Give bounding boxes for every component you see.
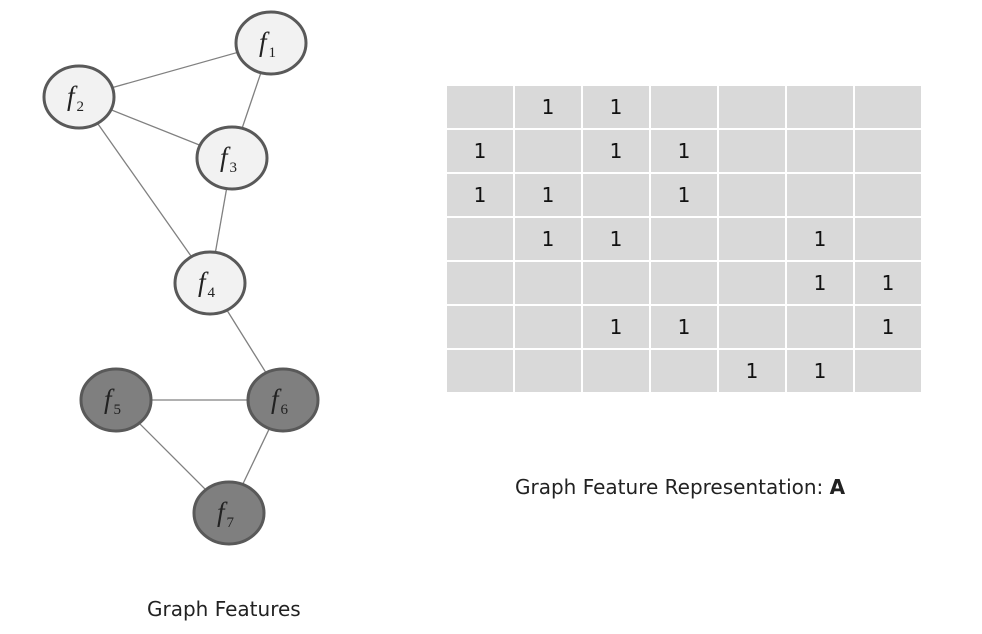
matrix-cell-5-6: 1	[787, 262, 853, 304]
matrix-caption: Graph Feature Representation: A	[515, 475, 845, 499]
matrix-cell-7-7	[855, 350, 921, 392]
node-circle	[42, 64, 116, 130]
matrix-cell-6-6	[787, 306, 853, 348]
node-subscript: 7	[227, 515, 235, 531]
node-letter: f	[67, 81, 78, 111]
matrix-cell-5-2	[515, 262, 581, 304]
matrix-cell-5-7: 1	[855, 262, 921, 304]
edge-f2-f4	[78, 96, 211, 284]
matrix-cell-1-5	[719, 86, 785, 128]
matrix-caption-symbol: A	[829, 475, 846, 499]
matrix-cell-2-1: 1	[447, 130, 513, 172]
node-letter: f	[271, 384, 282, 414]
matrix-cell-6-7: 1	[855, 306, 921, 348]
node-letter: f	[104, 384, 115, 414]
matrix-cell-7-3	[583, 350, 649, 392]
matrix-cell-4-2: 1	[515, 218, 581, 260]
matrix-cell-2-5	[719, 130, 785, 172]
node-circle	[79, 367, 153, 433]
node-circle	[246, 367, 320, 433]
matrix-cell-1-6	[787, 86, 853, 128]
matrix-cell-4-7	[855, 218, 921, 260]
matrix-cell-3-1: 1	[447, 174, 513, 216]
matrix-cell-6-1	[447, 306, 513, 348]
matrix-cell-5-4	[651, 262, 717, 304]
node-circle	[234, 10, 308, 76]
node-subscript: 3	[230, 160, 238, 176]
matrix-cell-6-3: 1	[583, 306, 649, 348]
matrix-cell-5-1	[447, 262, 513, 304]
node-subscript: 1	[269, 45, 277, 61]
matrix-cell-7-4	[651, 350, 717, 392]
matrix-cell-3-5	[719, 174, 785, 216]
matrix-cell-3-7	[855, 174, 921, 216]
matrix-cell-6-2	[515, 306, 581, 348]
matrix-cell-2-2	[515, 130, 581, 172]
matrix-cell-1-4	[651, 86, 717, 128]
node-circle	[192, 480, 266, 546]
matrix-cell-3-2: 1	[515, 174, 581, 216]
matrix-cell-3-6	[787, 174, 853, 216]
graph-caption: Graph Features	[147, 597, 301, 621]
node-letter: f	[259, 27, 270, 57]
matrix-cell-6-4: 1	[651, 306, 717, 348]
matrix-cell-1-3: 1	[583, 86, 649, 128]
matrix-cell-7-2	[515, 350, 581, 392]
matrix-cell-1-2: 1	[515, 86, 581, 128]
matrix-cell-2-4: 1	[651, 130, 717, 172]
matrix-caption-text: Graph Feature Representation:	[515, 475, 830, 499]
node-subscript: 6	[281, 402, 289, 418]
node-letter: f	[198, 267, 209, 297]
matrix-cell-4-6: 1	[787, 218, 853, 260]
matrix-cell-3-4: 1	[651, 174, 717, 216]
node-subscript: 4	[208, 285, 216, 301]
matrix-cell-2-3: 1	[583, 130, 649, 172]
matrix-cell-4-1	[447, 218, 513, 260]
node-circle	[173, 250, 247, 316]
matrix-cell-7-6: 1	[787, 350, 853, 392]
matrix-cell-4-3: 1	[583, 218, 649, 260]
matrix-cell-7-1	[447, 350, 513, 392]
node-letter: f	[217, 497, 228, 527]
matrix-cell-3-3	[583, 174, 649, 216]
matrix-cell-5-5	[719, 262, 785, 304]
matrix-cell-6-5	[719, 306, 785, 348]
node-subscript: 2	[77, 99, 85, 115]
matrix-cell-1-7	[855, 86, 921, 128]
matrix-cell-5-3	[583, 262, 649, 304]
node-circle	[195, 125, 269, 191]
node-subscript: 5	[114, 402, 122, 418]
matrix-cell-4-5	[719, 218, 785, 260]
matrix-cell-7-5: 1	[719, 350, 785, 392]
node-letter: f	[220, 142, 231, 172]
matrix-cell-4-4	[651, 218, 717, 260]
matrix-cell-1-1	[447, 86, 513, 128]
matrix-cell-2-6	[787, 130, 853, 172]
matrix-cell-2-7	[855, 130, 921, 172]
